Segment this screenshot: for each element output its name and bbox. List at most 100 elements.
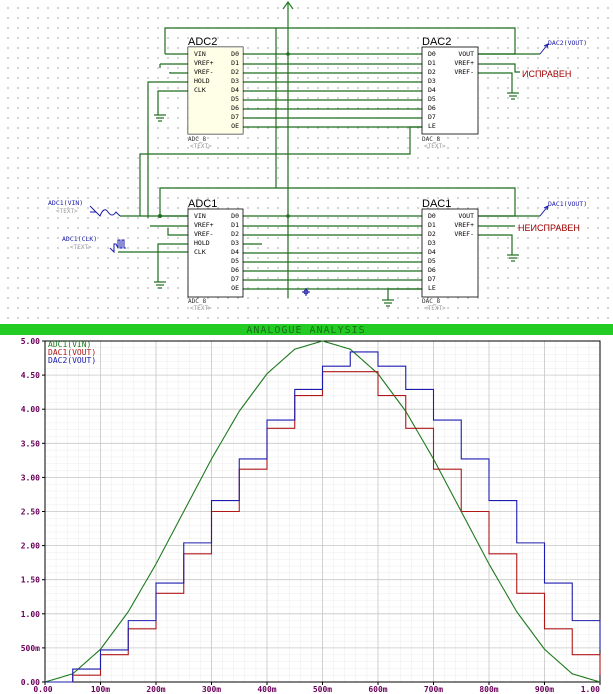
- chart-grid: [44, 340, 601, 683]
- adc2-text: <TEXT>: [190, 143, 212, 150]
- chip-dac1[interactable]: [421, 208, 479, 298]
- adc2-pin-right: D1: [231, 59, 239, 67]
- y-tick-label: 1.50: [21, 576, 40, 585]
- adc1-pin-left: VIN: [194, 212, 206, 220]
- probe-adc1-vin[interactable]: ADC1(VIN): [48, 199, 83, 207]
- probe-arrows: [539, 43, 549, 217]
- dac2-pin-left: D2: [428, 68, 436, 76]
- x-tick-label: 500m: [313, 685, 332, 694]
- wire-top-arrow: [282, 0, 294, 40]
- legend-entry: DAC2(VOUT): [48, 356, 96, 365]
- junctions: [158, 52, 290, 218]
- adc2-pin-right: D0: [231, 50, 239, 58]
- y-tick-label: 500m: [21, 644, 40, 653]
- x-tick-label: 300m: [202, 685, 221, 694]
- adc2-part: ADC_8: [188, 136, 206, 143]
- chart-title: ANALOGUE ANALYSIS: [246, 325, 365, 336]
- adc2-pin-left: HOLD: [194, 77, 210, 85]
- adc2-pin-right: D5: [231, 95, 239, 103]
- series-line-0: [44, 340, 601, 683]
- dac1-name: DAC1: [422, 198, 451, 210]
- adc1-text: <TEXT>: [190, 305, 212, 312]
- y-tick-label: 3.50: [21, 439, 40, 448]
- y-tick-label: 0.00: [21, 678, 40, 687]
- chip-labels: ADC2ADC_8<TEXT>VINVREF+VREF-HOLDCLKD0D1D…: [188, 36, 474, 312]
- dac1-pin-left: D6: [428, 266, 436, 274]
- dac1-pin-right: VOUT: [458, 212, 474, 220]
- chip-dac2[interactable]: [421, 46, 479, 135]
- y-tick-label: 1.00: [21, 610, 40, 619]
- dac1-pin-left: D4: [428, 248, 436, 256]
- status-ok-label: ИСПРАВЕН: [522, 69, 571, 79]
- adc2-pin-right: OE: [231, 122, 239, 130]
- adc2-pin-right: D2: [231, 68, 239, 76]
- dac2-text: <TEXT>: [424, 143, 446, 150]
- probe-dac1-vout[interactable]: DAC1(VOUT): [548, 200, 587, 208]
- adc1-pin-right: D2: [231, 230, 239, 238]
- adc1-pin-right: D6: [231, 266, 239, 274]
- adc1-pin-left: CLK: [194, 248, 206, 256]
- chart-series: [44, 340, 601, 683]
- chart-legend: ADC1(VIN)DAC1(VOUT)DAC2(VOUT): [48, 340, 96, 365]
- x-tick-label: 600m: [368, 685, 387, 694]
- series-line-2: [45, 351, 601, 683]
- dac2-pin-right: VREF+: [454, 59, 474, 67]
- dac2-name: DAC2: [422, 36, 451, 48]
- y-tick-label: 2.50: [21, 508, 40, 517]
- sine-generator-icon[interactable]: [89, 205, 121, 217]
- adc1-pin-right: D4: [231, 248, 239, 256]
- chip-adc2[interactable]: [187, 46, 244, 135]
- chart-title-bar: [0, 324, 613, 335]
- wires: [118, 27, 540, 300]
- schematic-drawing[interactable]: ADC2ADC_8<TEXT>VINVREF+VREF-HOLDCLKD0D1D…: [0, 0, 613, 322]
- dac2-pin-left: D7: [428, 113, 436, 121]
- adc2-pin-left: VREF-: [194, 68, 214, 76]
- dac2-pin-right: VOUT: [458, 50, 474, 58]
- dac2-pin-left: D4: [428, 86, 436, 94]
- adc2-pin-right: D6: [231, 104, 239, 112]
- crosshair-icon: [302, 288, 310, 296]
- adc2-pin-right: D7: [231, 113, 239, 121]
- adc1-pin-left: VREF+: [194, 221, 214, 229]
- y-tick-label: 3.00: [21, 473, 40, 482]
- dac2-pin-left: D5: [428, 95, 436, 103]
- legend-entry: DAC1(VOUT): [48, 348, 96, 357]
- pulse-generator-icon[interactable]: [109, 239, 126, 254]
- adc1-pin-left: HOLD: [194, 239, 210, 247]
- adc1-part: ADC_8: [188, 298, 206, 305]
- dac1-pin-left: D3: [428, 239, 436, 247]
- y-tick-label: 5.00: [21, 337, 40, 346]
- dac1-text: <TEXT>: [424, 305, 446, 312]
- dac2-pin-left: LE: [428, 122, 436, 130]
- adc2-pin-left: VREF+: [194, 59, 214, 67]
- adc1-pin-left: VREF-: [194, 230, 214, 238]
- probe-adc1-clk[interactable]: ADC1(CLK): [62, 235, 97, 243]
- dac2-pin-right: VREF-: [454, 68, 474, 76]
- probe-adc1-vin-text: <TEXT>: [56, 208, 78, 215]
- x-tick-label: 800m: [479, 685, 498, 694]
- adc1-name: ADC1: [188, 198, 217, 210]
- y-tick-label: 4.50: [21, 371, 40, 380]
- dac2-pin-left: D3: [428, 77, 436, 85]
- probe-dac2-vout[interactable]: DAC2(VOUT): [548, 39, 587, 47]
- x-tick-label: 0.00: [33, 685, 52, 694]
- dac1-part: DAC_8: [422, 298, 440, 305]
- ground-symbols: [154, 92, 519, 307]
- x-tick-label: 700m: [424, 685, 443, 694]
- x-tick-label: 400m: [257, 685, 276, 694]
- dac2-pin-left: D0: [428, 50, 436, 58]
- dac1-pin-right: VREF-: [454, 230, 474, 238]
- x-tick-label: 200m: [146, 685, 165, 694]
- dac2-pin-left: D6: [428, 104, 436, 112]
- dac1-pin-left: D1: [428, 221, 436, 229]
- dac1-pin-left: D2: [428, 230, 436, 238]
- y-tick-label: 2.00: [21, 542, 40, 551]
- adc1-pin-right: D5: [231, 257, 239, 265]
- adc2-pin-right: D3: [231, 77, 239, 85]
- adc2-pin-left: CLK: [194, 86, 206, 94]
- chip-adc1[interactable]: [187, 208, 244, 298]
